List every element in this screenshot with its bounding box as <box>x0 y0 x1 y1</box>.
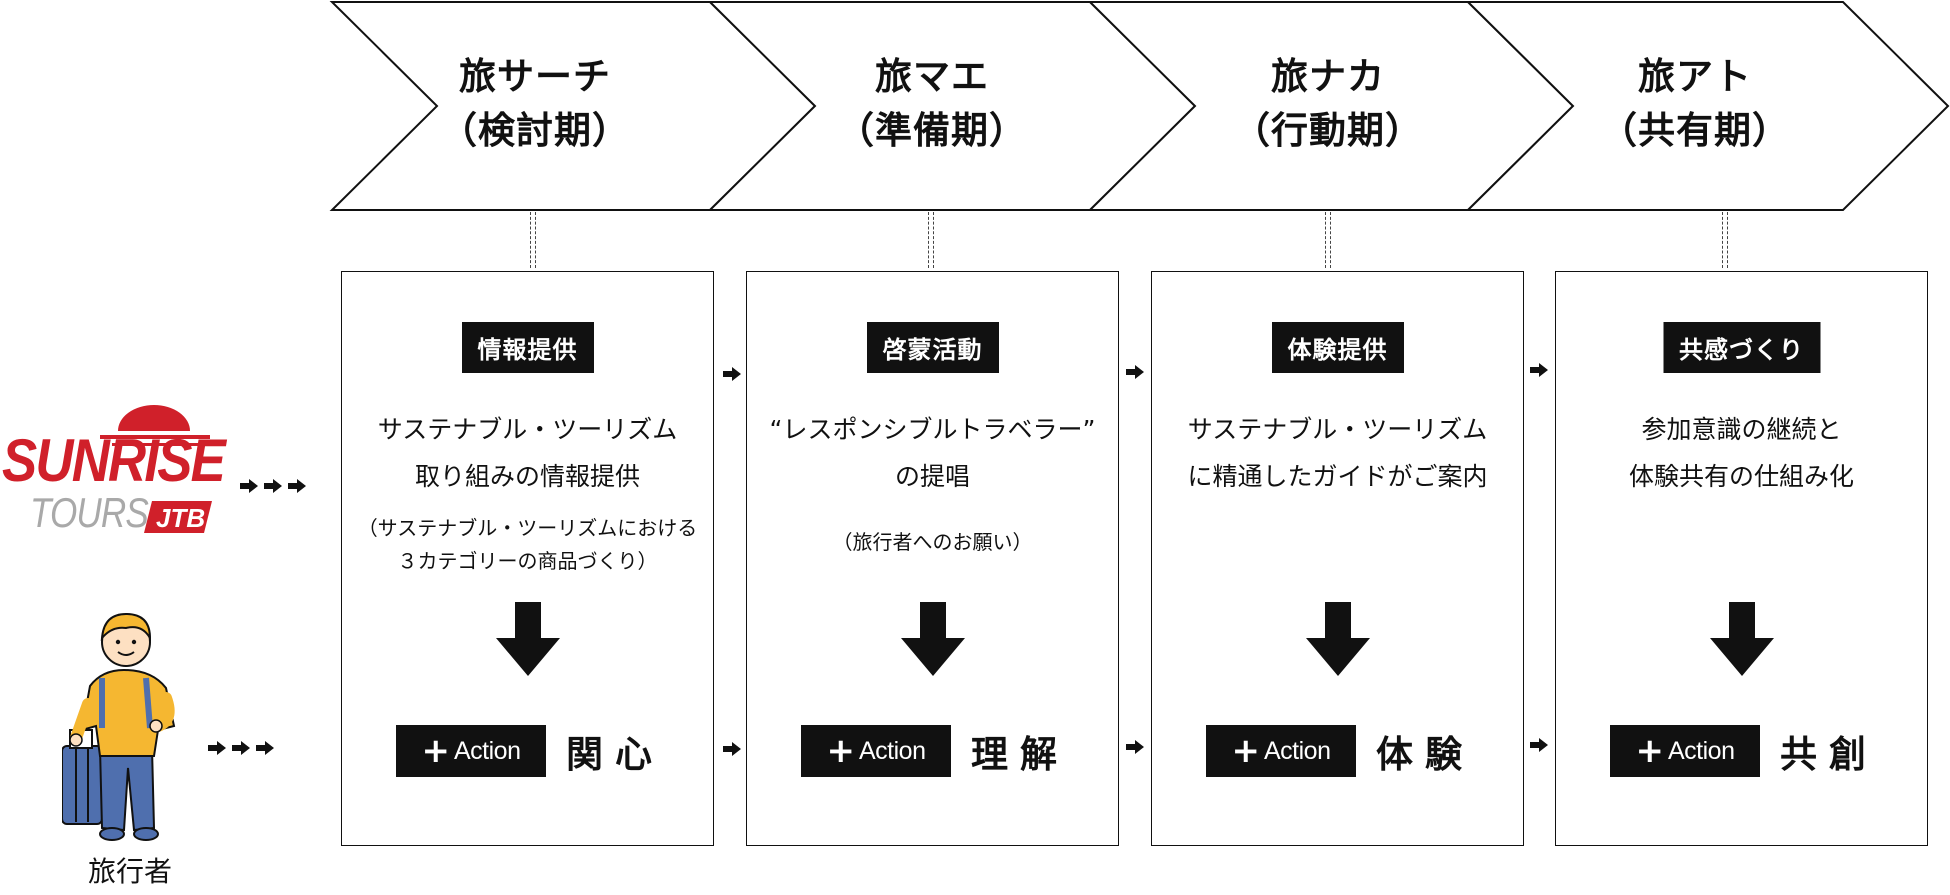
svg-text:JTB: JTB <box>156 503 205 533</box>
action-badge: + Action <box>801 725 951 777</box>
phase-3-desc-line-2: に精通したガイドがご案内 <box>1187 462 1488 491</box>
phase-2-note-line-1: （旅行者へのお願い） <box>832 530 1033 554</box>
phase-2-note: （旅行者へのお願い） <box>747 526 1118 559</box>
phase-3-action-label: 体験 <box>1376 733 1474 776</box>
phase-2-desc-line-2: の提唱 <box>894 462 970 491</box>
phase-box-3: 体験提供 サステナブル・ツーリズム に精通したガイドがご案内 + Action … <box>1151 271 1524 846</box>
action-badge-label: Action <box>1668 736 1735 765</box>
small-arrow-icon <box>1530 738 1548 752</box>
phase-3-desc-line-1: サステナブル・ツーリズム <box>1187 415 1488 444</box>
action-badge-label: Action <box>1264 736 1331 765</box>
down-arrow-icon <box>900 602 965 676</box>
stage-3-name: 旅ナカ <box>1271 55 1385 98</box>
stage-2-period: （準備期） <box>837 108 1027 152</box>
phase-2-desc-line-1: “レスポンシブルトラベラー” <box>769 415 1096 444</box>
stage-2-name: 旅マエ <box>875 55 989 98</box>
phase-4-description: 参加意識の継続と 体験共有の仕組み化 <box>1556 406 1927 500</box>
phase-1-note-line-1: （サステナブル・ツーリズムにおける <box>357 516 698 540</box>
stage-1-title: 旅サーチ （検討期） <box>395 50 675 157</box>
connector-3 <box>1325 212 1331 268</box>
action-badge-label: Action <box>454 736 521 765</box>
svg-text:TOURS: TOURS <box>30 489 149 535</box>
triple-arrow-icon <box>240 479 306 493</box>
traveler-label: 旅行者 <box>87 855 172 888</box>
plus-icon: + <box>826 731 856 771</box>
action-badge: + Action <box>1610 725 1760 777</box>
stage-2-title: 旅マエ （準備期） <box>792 50 1072 157</box>
action-badge: + Action <box>396 725 546 777</box>
stage-4-title: 旅アト （共有期） <box>1555 50 1835 157</box>
action-badge-label: Action <box>859 736 926 765</box>
phase-1-action-label: 関心 <box>566 733 664 776</box>
svg-text:SUNRISE: SUNRISE <box>2 427 227 494</box>
phase-3-description: サステナブル・ツーリズム に精通したガイドがご案内 <box>1152 406 1523 500</box>
chevron-stage-4 <box>1465 0 1950 211</box>
stage-chevrons <box>329 0 1950 211</box>
small-arrow-icon <box>1126 740 1144 754</box>
connector-4 <box>1722 212 1728 268</box>
phase-4-tag: 共感づくり <box>1663 322 1820 373</box>
connector-1 <box>530 212 536 268</box>
phase-2-action: + Action 理解 <box>801 724 1069 778</box>
phase-2-action-label: 理解 <box>971 733 1069 776</box>
small-arrow-icon <box>723 367 741 381</box>
small-arrow-icon <box>723 742 741 756</box>
stage-4-period: （共有期） <box>1600 108 1790 152</box>
sunrise-tours-logo: SUNRISE TOURS JTB <box>2 405 229 535</box>
phase-4-action-label: 共創 <box>1780 733 1878 776</box>
phase-4-desc-line-1: 参加意識の継続と <box>1641 415 1842 444</box>
plus-icon: + <box>1635 731 1665 771</box>
stage-3-period: （行動期） <box>1233 108 1423 152</box>
phase-2-description: “レスポンシブルトラベラー” の提唱 <box>747 406 1118 500</box>
phase-2-tag: 啓蒙活動 <box>866 322 999 373</box>
down-arrow-icon <box>495 602 560 676</box>
phase-4-action: + Action 共創 <box>1610 724 1878 778</box>
phase-1-desc-line-2: 取り組みの情報提供 <box>414 462 640 491</box>
phase-1-description: サステナブル・ツーリズム 取り組みの情報提供 <box>342 406 713 500</box>
triple-arrow-icon <box>208 741 274 755</box>
down-arrow-icon <box>1709 602 1774 676</box>
stage-3-title: 旅ナカ （行動期） <box>1188 50 1468 157</box>
down-arrow-icon <box>1305 602 1370 676</box>
action-badge: + Action <box>1206 725 1356 777</box>
phase-box-4: 共感づくり 参加意識の継続と 体験共有の仕組み化 + Action 共創 <box>1555 271 1928 846</box>
phase-box-1: 情報提供 サステナブル・ツーリズム 取り組みの情報提供 （サステナブル・ツーリズ… <box>341 271 714 846</box>
stage-1-name: 旅サーチ <box>459 55 611 98</box>
phase-1-desc-line-1: サステナブル・ツーリズム <box>377 415 678 444</box>
connector-2 <box>928 212 934 268</box>
stage-4-name: 旅アト <box>1638 55 1752 98</box>
stage-1-period: （検討期） <box>440 108 630 152</box>
small-arrow-icon <box>1126 365 1144 379</box>
plus-icon: + <box>1231 731 1261 771</box>
phase-3-tag: 体験提供 <box>1271 322 1404 373</box>
phase-3-action: + Action 体験 <box>1206 724 1474 778</box>
phase-1-note: （サステナブル・ツーリズムにおける ３カテゴリーの商品づくり） <box>342 512 713 578</box>
phase-1-note-line-2: ３カテゴリーの商品づくり） <box>397 549 658 573</box>
phase-1-tag: 情報提供 <box>461 322 594 373</box>
phase-1-action: + Action 関心 <box>396 724 664 778</box>
phase-4-desc-line-2: 体験共有の仕組み化 <box>1628 462 1854 491</box>
plus-icon: + <box>421 731 451 771</box>
small-arrow-icon <box>1530 363 1548 377</box>
traveler-illustration <box>62 612 176 841</box>
phase-box-2: 啓蒙活動 “レスポンシブルトラベラー” の提唱 （旅行者へのお願い） + Act… <box>746 271 1119 846</box>
